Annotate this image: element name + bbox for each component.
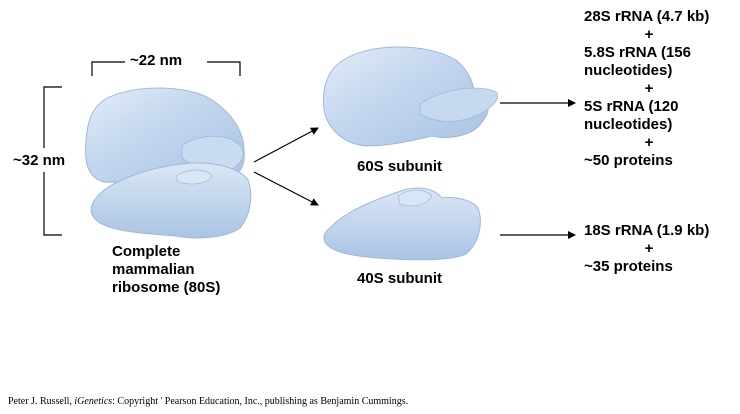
credit-author: Peter J. Russell, — [8, 396, 75, 407]
height-label: ~32 nm — [13, 152, 66, 169]
component-line: 5S rRNA (120 — [584, 98, 679, 115]
arrow-to-60s — [253, 127, 319, 163]
component-line: 18S rRNA (1.9 kb) — [584, 222, 710, 239]
plus-sign: + — [644, 134, 654, 151]
complete-ribosome-shape — [85, 87, 252, 239]
60s-subunit-shape — [323, 46, 498, 147]
width-label: ~22 nm — [130, 52, 183, 69]
component-line: nucleotides) — [584, 116, 673, 133]
credit-book-title: iGenetics — [74, 396, 113, 407]
height-bracket — [43, 86, 62, 236]
credit-publisher: : Copyright ' Pearson Education, Inc., p… — [112, 396, 409, 407]
copyright-credit: Peter J. Russell, iGenetics: Copyright '… — [8, 396, 408, 407]
plus-sign: + — [644, 26, 654, 43]
component-line: 5.8S rRNA (156 — [584, 44, 691, 61]
caption-line: mammalian — [112, 261, 195, 278]
40s-subunit-label: 40S subunit — [357, 270, 443, 287]
component-line: ~50 proteins — [584, 152, 673, 169]
40s-components-list: 18S rRNA (1.9 kb) + ~35 proteins — [584, 222, 714, 276]
60s-components-list: 28S rRNA (4.7 kb) + 5.8S rRNA (156 nucle… — [584, 8, 714, 170]
component-line: 28S rRNA (4.7 kb) — [584, 8, 710, 25]
component-line: nucleotides) — [584, 62, 673, 79]
width-bracket — [91, 61, 241, 76]
caption-line: ribosome (80S) — [112, 279, 221, 296]
complete-ribosome-label: Complete mammalian ribosome (80S) — [112, 243, 220, 297]
plus-sign: + — [644, 80, 654, 97]
plus-sign: + — [644, 240, 654, 257]
arrow-to-40s — [253, 171, 319, 206]
component-line: ~35 proteins — [584, 258, 673, 275]
60s-subunit-label: 60S subunit — [357, 158, 443, 175]
40s-subunit-shape — [323, 187, 481, 261]
caption-line: Complete — [112, 243, 181, 260]
